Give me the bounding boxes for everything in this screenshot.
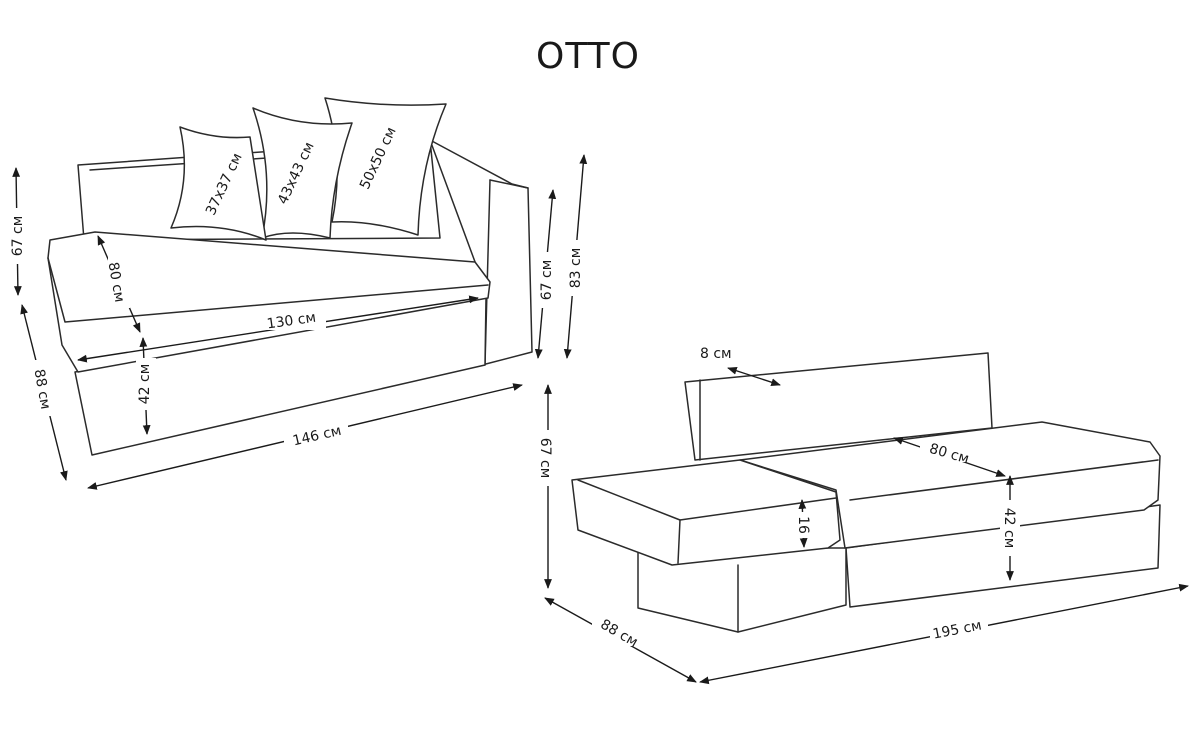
dim-left-total-height: 83 см <box>568 248 584 289</box>
pillows <box>170 97 447 241</box>
dim-left-seat-width: 130 см <box>266 310 317 333</box>
dim-left-seat-height: 42 см <box>137 364 153 405</box>
pillow-small <box>170 126 267 241</box>
dim-left-armrest-height: 67 см <box>539 260 555 301</box>
dim-left-seat-depth: 80 см <box>105 261 128 304</box>
pillow-medium <box>252 107 353 239</box>
dim-left-depth: 88 см <box>31 368 54 411</box>
daybed-right-seat <box>739 421 1161 549</box>
daybed-left-seat <box>571 459 841 566</box>
dim-right-back-thickness: 8 см <box>700 346 732 362</box>
dim-right-seat-height: 42 см <box>1001 508 1017 549</box>
daybed-drawing <box>571 352 1161 633</box>
dim-right-height: 67 см <box>537 438 553 479</box>
product-title: OTTO <box>536 36 640 77</box>
dim-right-cushion-thickness: 16 <box>795 516 811 534</box>
dim-left-height-back: 67 см <box>10 216 26 257</box>
